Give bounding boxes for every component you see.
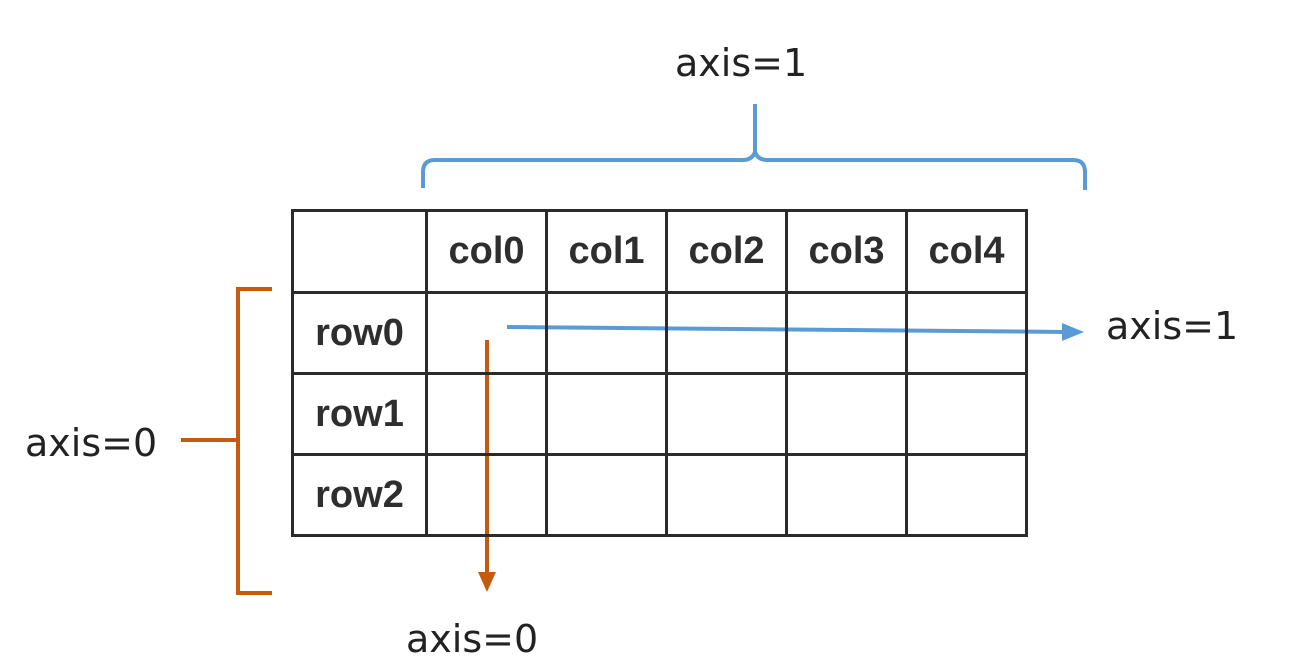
axis0-bottom-label: axis=0 (406, 617, 539, 661)
table-cell (545, 372, 668, 456)
axis1-arrow-head (1062, 323, 1084, 341)
row-header: row1 (291, 372, 428, 456)
column-header: col2 (665, 209, 788, 294)
table-cell (425, 372, 548, 456)
table-row: row0 (291, 291, 1028, 375)
corner-cell (291, 209, 428, 294)
table-cell (665, 453, 788, 537)
axis1-top-label: axis=1 (675, 41, 808, 85)
axis0-arrow-head (478, 572, 496, 592)
table-cell (905, 453, 1028, 537)
column-header: col4 (905, 209, 1028, 294)
table-cell (905, 291, 1028, 375)
table-cell (665, 291, 788, 375)
axis0-bracket (236, 287, 272, 595)
axis1-right-label: axis=1 (1106, 304, 1239, 348)
table-row: row1 (291, 372, 1028, 456)
table-cell (785, 453, 908, 537)
table-cell (545, 453, 668, 537)
row-header: row0 (291, 291, 428, 375)
table-cell (425, 291, 548, 375)
column-header: col1 (545, 209, 668, 294)
table-cell (665, 372, 788, 456)
axis0-left-label: axis=0 (25, 421, 158, 465)
axis1-brace (421, 146, 1087, 190)
table-cell (425, 453, 548, 537)
table-cell (785, 372, 908, 456)
table-cell (905, 372, 1028, 456)
dataframe-table: col0 col1 col2 col3 col4 row0 row1 row2 (291, 209, 1028, 537)
table-row: row2 (291, 453, 1028, 537)
table-cell (545, 291, 668, 375)
column-header: col0 (425, 209, 548, 294)
table-cell (785, 291, 908, 375)
column-header: col3 (785, 209, 908, 294)
row-header: row2 (291, 453, 428, 537)
header-row: col0 col1 col2 col3 col4 (291, 209, 1028, 294)
